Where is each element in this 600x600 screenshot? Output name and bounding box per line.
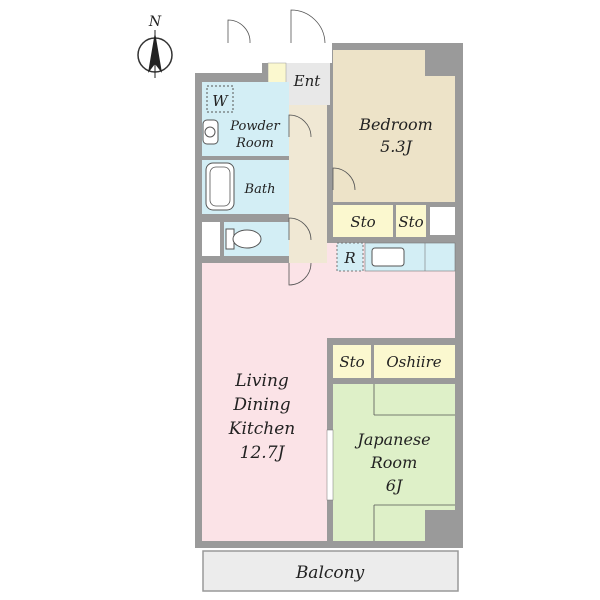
storage-1-label: Sto <box>350 213 375 231</box>
balcony <box>202 550 459 592</box>
storage-3 <box>333 345 371 378</box>
japanese-room-label-2: Room <box>370 453 417 472</box>
ldk-label-3: Kitchen <box>228 419 295 439</box>
kitchen-sink-icon <box>371 247 405 267</box>
corridor <box>289 105 327 263</box>
ldk-label-2: Dining <box>232 395 290 415</box>
balcony-label: Balcony <box>295 563 365 583</box>
entrance-label: Ent <box>293 72 322 90</box>
ldk-size: 12.7J <box>240 443 286 463</box>
sink-icon <box>202 119 219 145</box>
japanese-room-size: 6J <box>386 476 404 495</box>
toilet-storage <box>202 222 220 256</box>
japanese-room-label-1: Japanese <box>354 430 430 449</box>
bedroom-size: 5.3J <box>380 137 413 156</box>
bedroom-name: Bedroom <box>358 115 433 134</box>
storage-1 <box>333 205 393 237</box>
washer-label: W <box>212 92 229 110</box>
refrigerator-label: R <box>343 249 355 267</box>
ldk-label-1: Living <box>234 371 289 391</box>
tatami-lines <box>373 384 455 541</box>
powder-room-label-2: Room <box>235 136 274 151</box>
oshiire-label: Oshiire <box>386 353 441 371</box>
living-dining-kitchen <box>202 263 327 541</box>
bath-label: Bath <box>244 182 276 197</box>
storage-2 <box>396 205 426 237</box>
powder-room-label-1: Powder <box>229 119 280 134</box>
storage-2-label: Sto <box>398 213 423 231</box>
storage-3-label: Sto <box>339 353 364 371</box>
washer-box <box>206 85 234 113</box>
toilet-icon <box>225 228 262 250</box>
compass-label: N <box>148 14 162 30</box>
sliding-door <box>326 429 334 501</box>
north-arrow-icon: N <box>137 14 173 78</box>
bathtub-icon <box>205 162 235 211</box>
refrigerator <box>336 242 364 272</box>
oshiire <box>374 345 455 378</box>
door-swings <box>227 9 356 286</box>
